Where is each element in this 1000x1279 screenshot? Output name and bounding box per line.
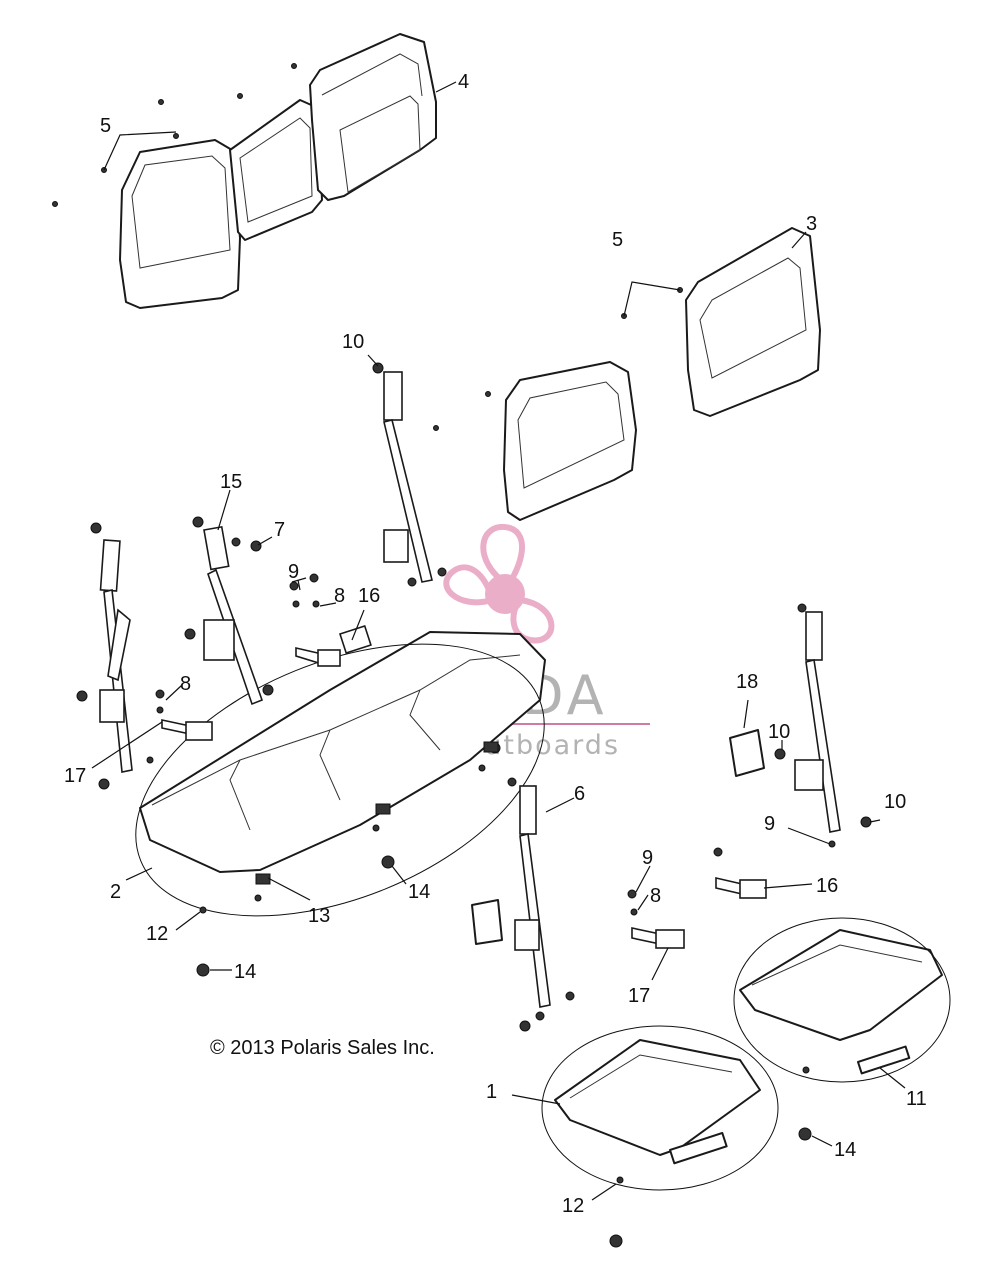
part-seat-back-center (503, 361, 637, 521)
callout-8-mid: 8 (180, 673, 191, 695)
seat-belt-left (99, 539, 133, 773)
part-2-rear-bench-seat (135, 631, 546, 917)
callout-17-left: 17 (64, 765, 86, 787)
part-18-bracket (729, 729, 765, 777)
callout-17-right: 17 (628, 985, 650, 1007)
callout-7: 7 (274, 519, 285, 541)
callout-5-right: 5 (612, 229, 623, 251)
callout-15: 15 (220, 471, 242, 493)
part-3-seat-back-right (685, 227, 821, 417)
callout-2: 2 (110, 881, 121, 903)
seat-belt-center (383, 371, 433, 583)
callout-14-mid: 14 (408, 881, 430, 903)
callout-8-right: 8 (650, 885, 661, 907)
seat-belt-6 (471, 785, 551, 1008)
callout-18: 18 (736, 671, 758, 693)
callout-9-right: 9 (764, 813, 775, 835)
callout-labels: 4 5 5 3 10 15 7 9 8 16 8 17 2 12 13 14 1… (64, 71, 927, 1217)
callout-12-left: 12 (146, 923, 168, 945)
callout-10-right: 10 (884, 791, 906, 813)
seat-belt-right (794, 611, 841, 833)
callout-3: 3 (806, 213, 817, 235)
callout-16-right: 16 (816, 875, 838, 897)
buckle-17b (631, 927, 685, 949)
callout-16-left: 16 (358, 585, 380, 607)
callout-6: 6 (574, 783, 585, 805)
part-1-front-seat-bottom (541, 1025, 779, 1191)
callout-13: 13 (308, 905, 330, 927)
watermark-propeller-logo (443, 523, 555, 644)
buckle-17a (161, 719, 213, 741)
callout-1: 1 (486, 1081, 497, 1103)
callout-10-mid: 10 (768, 721, 790, 743)
buckle-16b (715, 876, 767, 899)
seat-belt-15 (203, 525, 264, 706)
callout-14-left: 14 (234, 961, 256, 983)
callout-14-right: 14 (834, 1139, 856, 1161)
buckle-16a (295, 624, 372, 667)
callout-12-right: 12 (562, 1195, 584, 1217)
callout-8-left: 8 (334, 585, 345, 607)
leader-lines (91, 81, 906, 1201)
part-4-rear-seat-back (119, 33, 437, 309)
part-front-seat-bottom-right (733, 917, 951, 1083)
callout-9-left: 9 (288, 561, 299, 583)
callout-4: 4 (458, 71, 469, 93)
hardware-fasteners (52, 63, 872, 1248)
callout-11: 11 (906, 1088, 927, 1110)
copyright-notice: © 2013 Polaris Sales Inc. (210, 1037, 435, 1059)
callout-5-top: 5 (100, 115, 111, 137)
callout-10-top: 10 (342, 331, 364, 353)
callout-9-mid: 9 (642, 847, 653, 869)
